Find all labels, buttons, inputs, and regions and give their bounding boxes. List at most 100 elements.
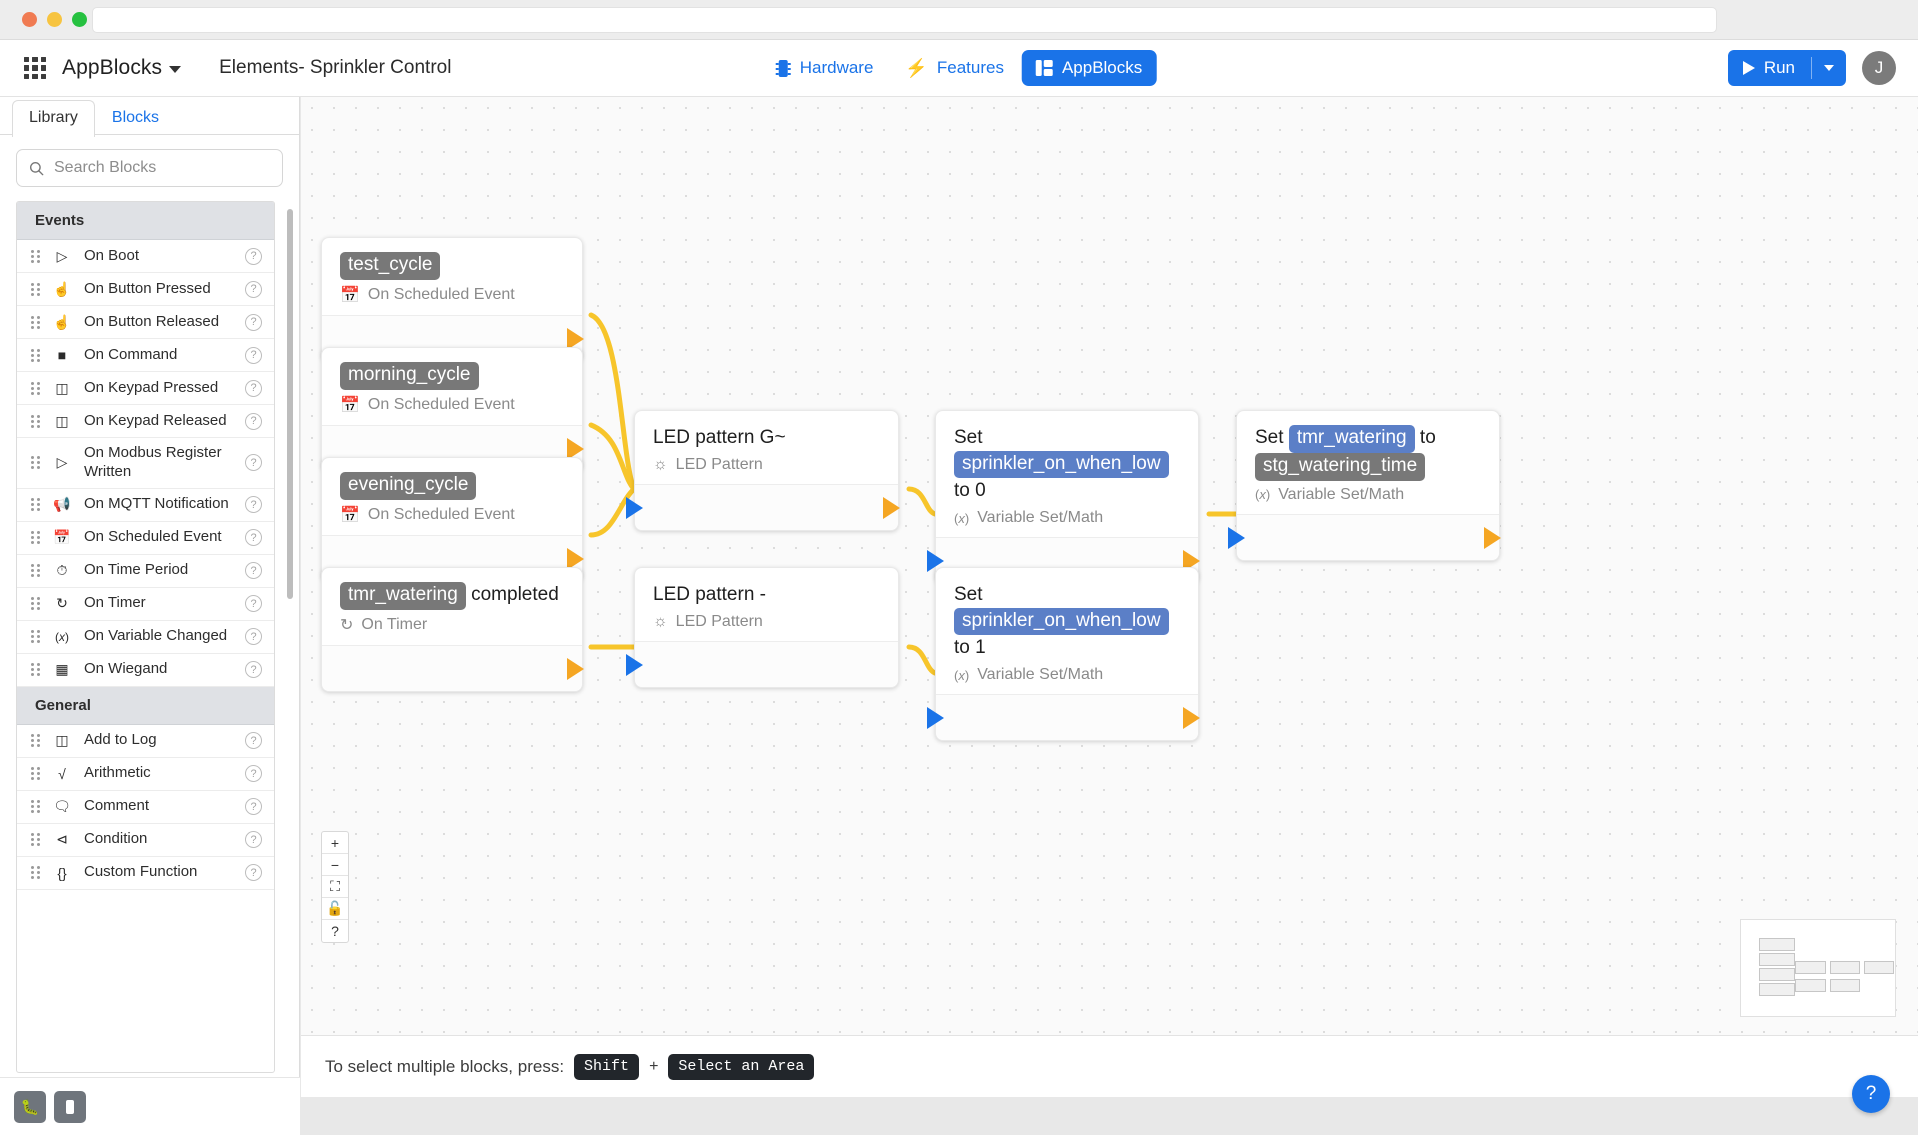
question-circle-icon[interactable]: ?	[245, 454, 262, 472]
question-circle-icon[interactable]: ?	[245, 864, 262, 881]
output-port[interactable]	[567, 327, 584, 350]
question-circle-icon[interactable]: ?	[245, 379, 262, 397]
sidebar-tab-blocks[interactable]: Blocks	[111, 109, 160, 126]
zoom-in-button[interactable]: +	[322, 832, 348, 854]
output-port[interactable]	[1484, 526, 1501, 549]
question-circle-icon[interactable]: ?	[245, 247, 262, 265]
drag-handle-icon[interactable]	[31, 597, 40, 610]
palette-item-on-button-released[interactable]: ☝ On Button Released ?	[17, 306, 274, 339]
device-chip-icon[interactable]	[54, 1090, 86, 1123]
brand-menu[interactable]: AppBlocks	[62, 56, 182, 80]
question-circle-icon[interactable]: ?	[245, 562, 262, 579]
palette-item-on-time-period[interactable]: ⏱ On Time Period ?	[17, 554, 274, 588]
palette-item-on-timer[interactable]: ↻ On Timer ?	[17, 587, 274, 621]
palette-item-on-scheduled-event[interactable]: 📅 On Scheduled Event ?	[17, 521, 274, 555]
output-port[interactable]	[1183, 550, 1200, 573]
palette-item-on-button-pressed[interactable]: ☝ On Button Pressed ?	[17, 273, 274, 306]
palette-item-arithmetic[interactable]: √ Arithmetic ?	[17, 757, 274, 791]
drag-handle-icon[interactable]	[31, 282, 40, 296]
node-set-sprinkler-low-1[interactable]: Set sprinkler_on_when_low to 1 (x) Varia…	[927, 567, 1200, 742]
input-port[interactable]	[626, 653, 643, 676]
fit-screen-button[interactable]: ⛶	[322, 876, 348, 898]
minimap[interactable]	[1740, 919, 1896, 1017]
palette-item-on-mqtt-notification[interactable]: 📢 On MQTT Notification ?	[17, 488, 274, 522]
drag-handle-icon[interactable]	[31, 249, 40, 263]
palette-item-condition[interactable]: ⊲ Condition ?	[17, 823, 274, 857]
output-port[interactable]	[567, 657, 584, 680]
canvas-help-button[interactable]: ?	[331, 923, 339, 939]
output-port[interactable]	[567, 547, 584, 570]
browser-url-bar[interactable]	[92, 7, 1717, 33]
tab-hardware[interactable]: Hardware	[762, 50, 888, 86]
palette-item-comment[interactable]: 🗨 Comment ?	[17, 790, 274, 824]
input-port[interactable]	[927, 707, 944, 730]
sidebar-scrollbar[interactable]	[287, 209, 293, 599]
debug-bug-icon[interactable]: 🐛	[14, 1090, 46, 1123]
node-led-pattern-g[interactable]: LED pattern G~ ☼ LED Pattern	[626, 410, 900, 531]
avatar[interactable]: J	[1862, 51, 1896, 85]
drag-handle-icon[interactable]	[31, 315, 40, 329]
flow-canvas[interactable]: test_cycle 📅 On Scheduled Event morning_…	[301, 97, 1918, 1035]
question-circle-icon[interactable]: ?	[245, 628, 262, 645]
question-circle-icon[interactable]: ?	[245, 280, 262, 298]
minimize-window-button[interactable]	[47, 12, 62, 27]
question-circle-icon[interactable]: ?	[245, 661, 262, 678]
drag-handle-icon[interactable]	[31, 663, 40, 676]
question-circle-icon[interactable]: ?	[245, 831, 262, 848]
question-circle-icon[interactable]: ?	[245, 529, 262, 546]
question-circle-icon[interactable]: ?	[245, 313, 262, 331]
palette-item-on-variable-changed[interactable]: (x) On Variable Changed ?	[17, 620, 274, 654]
node-led-pattern-dash[interactable]: LED pattern - ☼ LED Pattern	[626, 567, 899, 688]
input-port[interactable]	[927, 550, 944, 573]
drag-handle-icon[interactable]	[31, 734, 40, 747]
palette-item-on-modbus-register-written[interactable]: ▷ On Modbus Register Written ?	[17, 438, 274, 489]
drag-handle-icon[interactable]	[31, 414, 40, 428]
help-fab-button[interactable]: ?	[1852, 1075, 1890, 1113]
node-set-tmr-watering[interactable]: Set tmr_watering to stg_watering_time (x…	[1228, 410, 1501, 561]
node-morning-cycle[interactable]: morning_cycle 📅 On Scheduled Event	[321, 347, 584, 472]
palette-item-on-keypad-released[interactable]: ◫ On Keypad Released ?	[17, 405, 274, 438]
question-circle-icon[interactable]: ?	[245, 346, 262, 364]
drag-handle-icon[interactable]	[31, 531, 40, 544]
drag-handle-icon[interactable]	[31, 833, 40, 846]
output-port[interactable]	[567, 437, 584, 460]
question-circle-icon[interactable]: ?	[245, 765, 262, 782]
drag-handle-icon[interactable]	[31, 866, 40, 879]
lock-button[interactable]: 🔓	[322, 898, 348, 920]
drag-handle-icon[interactable]	[31, 381, 40, 395]
question-circle-icon[interactable]: ?	[245, 798, 262, 815]
question-circle-icon[interactable]: ?	[245, 732, 262, 749]
palette-item-custom-function[interactable]: {} Custom Function ?	[17, 856, 274, 890]
tab-features[interactable]: ⚡ Features	[891, 50, 1018, 86]
palette-item-on-boot[interactable]: ▷ On Boot ?	[17, 240, 274, 273]
drag-handle-icon[interactable]	[31, 767, 40, 780]
drag-handle-icon[interactable]	[31, 630, 40, 643]
drag-handle-icon[interactable]	[31, 564, 40, 577]
output-port[interactable]	[1183, 707, 1200, 730]
drag-handle-icon[interactable]	[31, 348, 40, 362]
node-test-cycle[interactable]: test_cycle 📅 On Scheduled Event	[321, 237, 584, 362]
question-circle-icon[interactable]: ?	[245, 595, 262, 612]
input-port[interactable]	[626, 496, 643, 519]
node-set-sprinkler-low-0[interactable]: Set sprinkler_on_when_low to 0 (x) Varia…	[927, 410, 1200, 585]
question-circle-icon[interactable]: ?	[245, 496, 262, 513]
palette-item-on-wiegand[interactable]: ▦ On Wiegand ?	[17, 653, 274, 687]
apps-grid-icon[interactable]	[24, 57, 46, 79]
drag-handle-icon[interactable]	[31, 498, 40, 511]
node-tmr-watering-completed[interactable]: tmr_watering completed ↻ On Timer	[321, 567, 584, 692]
palette-item-on-command[interactable]: ■ On Command ?	[17, 339, 274, 372]
node-evening-cycle[interactable]: evening_cycle 📅 On Scheduled Event	[321, 457, 584, 582]
search-box[interactable]	[16, 149, 283, 187]
drag-handle-icon[interactable]	[31, 456, 40, 470]
question-circle-icon[interactable]: ?	[245, 412, 262, 430]
sidebar-tab-library[interactable]: Library	[12, 100, 95, 138]
search-input[interactable]	[54, 159, 270, 177]
input-port[interactable]	[1228, 526, 1245, 549]
palette-item-add-to-log[interactable]: ◫ Add to Log ?	[17, 724, 274, 758]
output-port[interactable]	[883, 496, 900, 519]
run-button[interactable]: Run	[1727, 50, 1846, 86]
run-dropdown-button[interactable]	[1812, 50, 1846, 86]
tab-appblocks[interactable]: AppBlocks	[1021, 50, 1157, 86]
drag-handle-icon[interactable]	[31, 800, 40, 813]
close-window-button[interactable]	[22, 12, 37, 27]
